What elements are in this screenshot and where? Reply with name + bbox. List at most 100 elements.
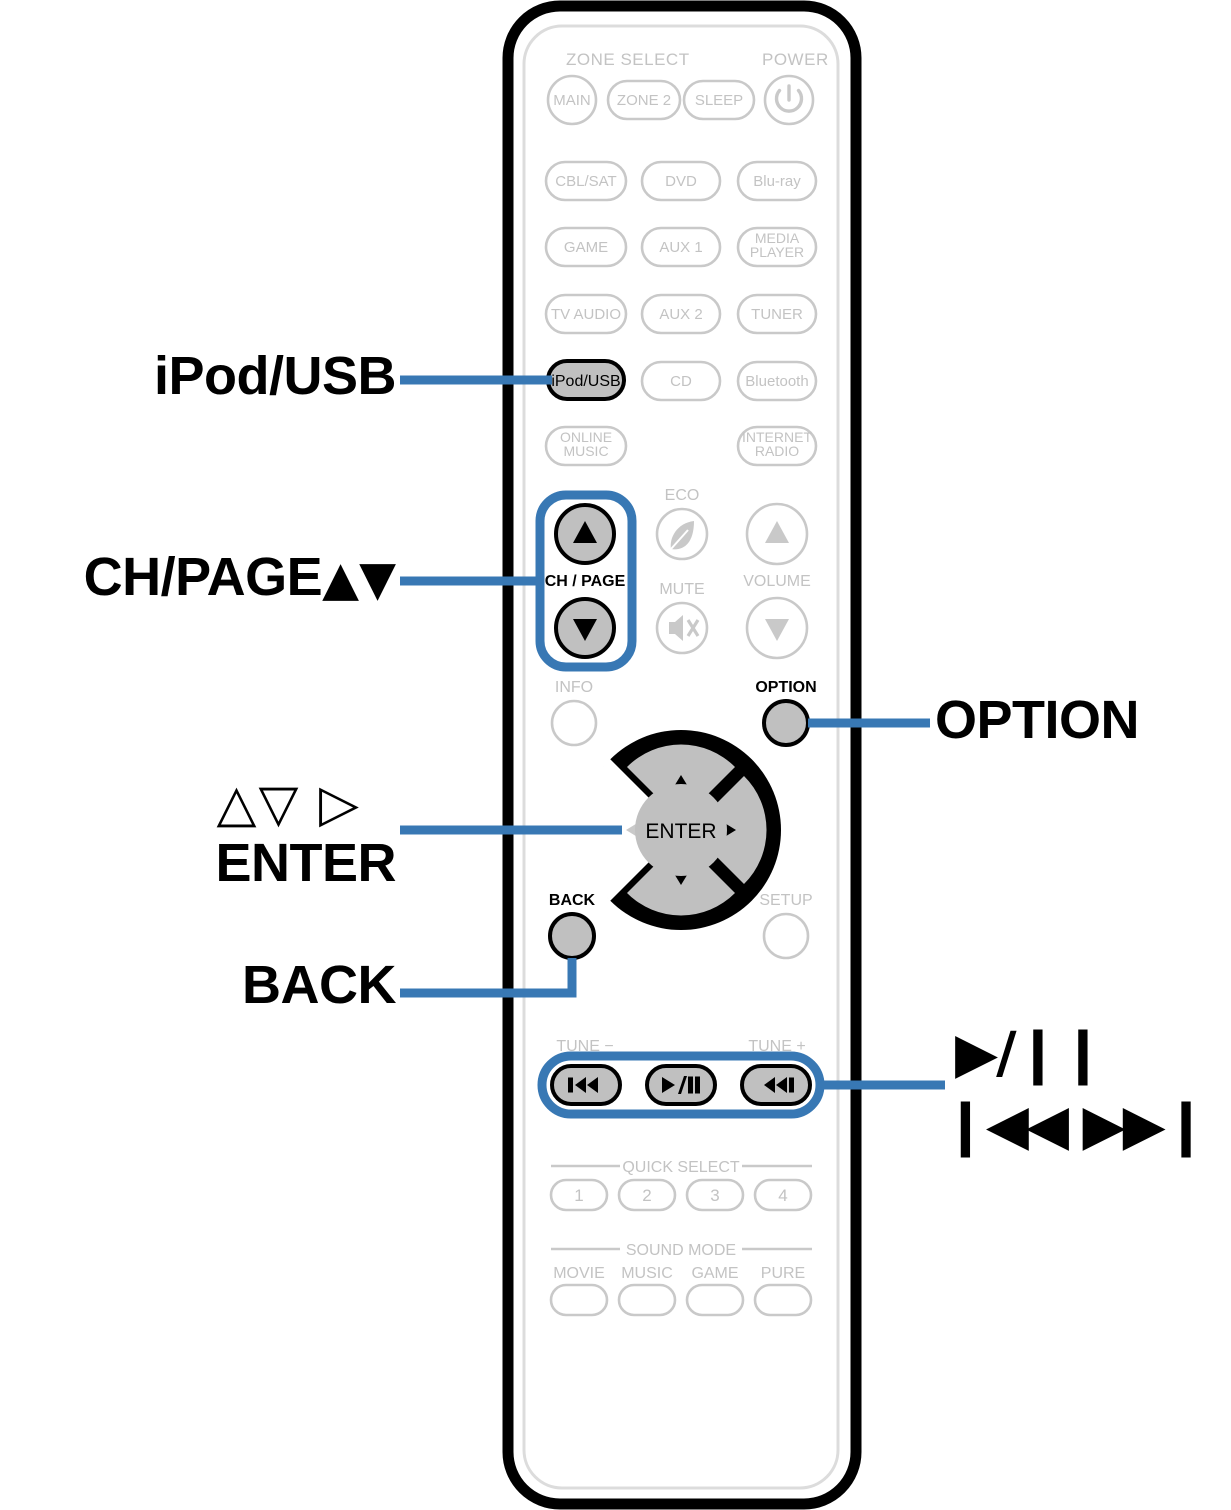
svg-text:Blu-ray: Blu-ray (753, 173, 801, 190)
svg-text:3: 3 (710, 1186, 719, 1205)
aux-round-buttons: INFO OPTION BACK SETUP (548, 679, 817, 960)
button-quick-4 (753, 1178, 813, 1212)
transport-group: TUNE − TUNE + (550, 1038, 812, 1106)
button-zone2 (606, 79, 682, 121)
button-sleep (682, 79, 756, 121)
button-mute (655, 601, 709, 655)
svg-text:TV AUDIO: TV AUDIO (551, 306, 621, 323)
svg-text:RADIO: RADIO (755, 443, 799, 459)
svg-text:MUSIC: MUSIC (563, 443, 608, 459)
button-option (762, 699, 810, 747)
sound-mode-group: SOUND MODE MOVIE MUSIC GAME PURE (549, 1242, 813, 1317)
svg-text:MUSIC: MUSIC (621, 1265, 673, 1282)
button-info (550, 699, 598, 747)
svg-text:MEDIA: MEDIA (755, 230, 800, 246)
dpad-up (627, 744, 735, 795)
svg-text:BACK: BACK (549, 892, 596, 909)
button-dvd (640, 160, 722, 202)
callout-ch-page-label: CH/PAGE▲▼ (84, 550, 396, 604)
svg-text:ENTER: ENTER (645, 820, 716, 843)
button-quick-3 (685, 1178, 745, 1212)
button-volume-down (745, 596, 809, 660)
dpad-right (716, 776, 767, 884)
svg-text:PURE: PURE (761, 1265, 805, 1282)
button-sound-game (685, 1283, 745, 1317)
eco-mute-group: ECO MUTE (655, 487, 709, 655)
svg-text:SOUND MODE: SOUND MODE (626, 1242, 736, 1259)
svg-text:GAME: GAME (564, 239, 608, 256)
svg-text:TUNER: TUNER (751, 306, 803, 323)
button-setup (762, 912, 810, 960)
button-quick-1 (549, 1178, 609, 1212)
svg-text:CH / PAGE: CH / PAGE (545, 573, 626, 590)
button-online-music (544, 425, 628, 467)
callout-transport-line2: ❙◀◀ ▶▶❙ (942, 1093, 1210, 1158)
svg-text:2: 2 (642, 1186, 651, 1205)
zone-select-group: ZONE SELECT POWER MAIN ZONE 2 SLEEP (546, 50, 829, 126)
svg-text:ONLINE: ONLINE (560, 429, 612, 445)
svg-text:iPod/USB: iPod/USB (551, 373, 620, 390)
svg-text:Bluetooth: Bluetooth (745, 373, 808, 390)
button-power (763, 74, 815, 126)
callout-ipod-usb-label: iPod/USB (153, 346, 397, 406)
connector-back (400, 958, 577, 998)
button-enter (635, 784, 727, 876)
button-game (544, 226, 628, 268)
callout-cursor-glyphs: △▽ ▷ (216, 774, 361, 834)
ch-page-group: CH / PAGE (545, 503, 626, 659)
button-aux1 (640, 226, 722, 268)
svg-text:SETUP: SETUP (759, 892, 812, 909)
svg-text:AUX 1: AUX 1 (659, 239, 702, 256)
callout-connectors (400, 375, 945, 1119)
svg-text:AUX 2: AUX 2 (659, 306, 702, 323)
button-main (546, 74, 598, 126)
button-pure (753, 1283, 813, 1317)
svg-text:VOLUME: VOLUME (743, 573, 811, 590)
button-music (617, 1283, 677, 1317)
svg-text:CD: CD (670, 373, 692, 390)
svg-text:MOVIE: MOVIE (553, 1265, 605, 1282)
button-blu-ray (736, 160, 818, 202)
button-back (548, 912, 596, 960)
volume-group: VOLUME (743, 502, 811, 660)
button-eco (655, 507, 709, 561)
callout-transport-line1: ▶/❙❙ (955, 1021, 1106, 1086)
button-tv-audio (544, 293, 628, 335)
svg-text:POWER: POWER (762, 50, 829, 69)
svg-text:ECO: ECO (665, 487, 700, 504)
button-volume-up (745, 502, 809, 566)
callout-enter-label: ENTER (215, 833, 396, 893)
button-internet-radio (736, 425, 818, 467)
svg-text:4: 4 (778, 1186, 787, 1205)
svg-text:MUTE: MUTE (659, 581, 704, 598)
button-quick-2 (617, 1178, 677, 1212)
button-movie (549, 1283, 609, 1317)
dpad-group: ENTER (580, 730, 781, 930)
svg-text:1: 1 (574, 1186, 583, 1205)
svg-text:INTERNET: INTERNET (742, 429, 812, 445)
quick-select-group: QUICK SELECT 1 2 3 4 (549, 1159, 813, 1212)
callout-ch-page-glyphs: ▲▼ (322, 551, 396, 607)
svg-text:DVD: DVD (665, 173, 697, 190)
button-tuner (736, 293, 818, 335)
callout-option-label: OPTION (935, 690, 1140, 750)
svg-text:ZONE SELECT: ZONE SELECT (566, 50, 690, 69)
svg-text:QUICK SELECT: QUICK SELECT (622, 1159, 740, 1176)
dpad-down (627, 865, 735, 916)
svg-text:TUNE −: TUNE − (556, 1038, 613, 1055)
svg-text:ZONE 2: ZONE 2 (617, 92, 671, 109)
svg-text:SLEEP: SLEEP (695, 92, 743, 109)
svg-text:GAME: GAME (691, 1265, 738, 1282)
button-cd (640, 360, 722, 402)
svg-text:CBL/SAT: CBL/SAT (555, 173, 616, 190)
button-cbl-sat (544, 160, 628, 202)
button-media-player (736, 226, 818, 268)
callout-back-label: BACK (242, 955, 397, 1015)
svg-text:OPTION: OPTION (755, 679, 816, 696)
source-button-grid: CBL/SAT DVD Blu-ray GAME AUX 1 MEDIA PLA… (544, 160, 818, 467)
svg-text:PLAYER: PLAYER (750, 244, 804, 260)
svg-text:INFO: INFO (555, 679, 593, 696)
svg-text:MAIN: MAIN (553, 92, 591, 109)
svg-text:TUNE +: TUNE + (748, 1038, 805, 1055)
